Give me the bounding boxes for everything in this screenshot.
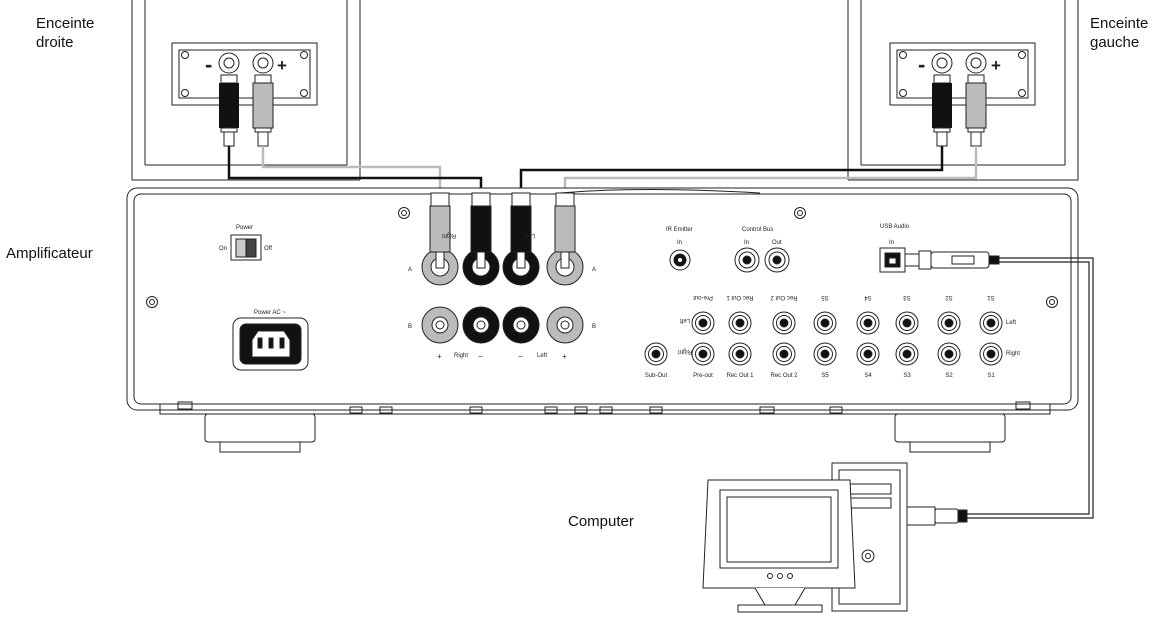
rca-jack-top-7[interactable] [937, 311, 961, 335]
row-a-label-left: A [408, 267, 412, 273]
terminal-right-mirrored-label: Right [442, 232, 456, 238]
preout-mirrored-label-1: Left [680, 317, 690, 323]
rca-jack-bottom-6[interactable] [856, 342, 880, 366]
terminal-minus-right: − [478, 352, 483, 361]
power-off-label: Off [264, 246, 272, 252]
left-speaker-grey-plug [965, 82, 987, 147]
rca-bottom-label-7: S3 [903, 373, 911, 379]
rca-jack-top-1[interactable] [691, 311, 715, 335]
row-b-label-right: B [592, 324, 596, 330]
left-speaker-label-line1: Enceinte [1090, 15, 1149, 32]
left-speaker-label-line2: gauche [1090, 34, 1140, 51]
left-speaker-plus: + [991, 56, 1001, 75]
amp-speaker-plugs [429, 192, 576, 269]
usb-cable [967, 257, 1094, 519]
usb-b-plug [904, 250, 1000, 270]
rca-bottom-label-9: S1 [987, 373, 995, 379]
rca-jack-bottom-3[interactable] [728, 342, 752, 366]
control-bus-in-label: In [744, 240, 749, 246]
rca-jack-bottom-7[interactable] [895, 342, 919, 366]
jack-row-right-label: Right [1006, 351, 1020, 357]
rca-jack-bottom-2[interactable] [691, 342, 715, 366]
left-speaker-black-plug [932, 83, 952, 147]
speaker-terminals-b [421, 306, 584, 344]
amplifier-label: Amplificateur [6, 245, 93, 262]
row-b-label-left: B [408, 324, 412, 330]
rca-bottom-label-3: Rec Out 1 [726, 373, 754, 379]
rca-bottom-label-5: S5 [821, 373, 829, 379]
rca-top-labels: Pre-out Rec Out 1 Rec Out 2 S5 S4 S3 S2 S1LeftR… [678, 294, 995, 354]
power-switch[interactable] [230, 234, 262, 261]
ir-emitter-label: IR Emitter [666, 227, 693, 233]
right-speaker-label-line2: droite [36, 34, 74, 51]
rca-top-label-5: S4 [864, 294, 872, 300]
jack-row-left-label: Left [1006, 320, 1016, 326]
speaker-wires [227, 146, 978, 192]
rca-top-label-1: Pre-out [693, 294, 713, 300]
left-speaker [847, 0, 1079, 181]
computer [702, 462, 908, 613]
right-speaker-label-line1: Enceinte [36, 15, 95, 32]
ir-control-jacks[interactable] [669, 247, 790, 273]
usb-audio-label: USB Audio [880, 224, 910, 230]
rca-top-label-6: S3 [903, 294, 911, 300]
power-label: Power [236, 225, 253, 231]
rca-top-label-4: S5 [821, 294, 829, 300]
right-speaker-grey-plug [252, 82, 274, 147]
rca-bottom-label-2: Pre-out [693, 373, 713, 379]
rca-jack-bottom-9[interactable] [979, 342, 1003, 366]
amplifier-chassis [126, 187, 1079, 453]
usb-a-plug [905, 506, 968, 526]
usb-audio-port[interactable] [879, 247, 906, 273]
rca-top-label-7: S2 [945, 294, 953, 300]
right-speaker-minus: - [205, 52, 212, 77]
power-on-label: On [219, 246, 227, 252]
terminal-right-label: Right [454, 353, 468, 359]
terminal-left-label: Left [537, 353, 547, 359]
rca-bottom-label-1: Sub-Out [645, 373, 668, 379]
usb-in-label: In [889, 240, 894, 246]
right-speaker-label: Enceinte droite [36, 14, 94, 52]
ir-in-label: In [677, 240, 682, 246]
terminal-left-mirrored-label: Left [525, 232, 535, 238]
rca-top-label-8: S1 [987, 294, 995, 300]
rca-jacks-bottom-row[interactable] [644, 342, 1003, 366]
rca-jack-top-5[interactable] [856, 311, 880, 335]
power-ac-socket[interactable] [232, 317, 309, 371]
right-speaker-black-plug [219, 83, 239, 147]
left-speaker-minus: - [918, 52, 925, 77]
rca-top-label-2: Rec Out 1 [726, 294, 754, 300]
preout-mirrored-label-2: Right [678, 348, 692, 354]
rca-jack-top-3[interactable] [772, 311, 796, 335]
rca-bottom-label-4: Rec Out 2 [770, 373, 798, 379]
terminal-minus-left: − [518, 352, 523, 361]
rca-jack-top-4[interactable] [813, 311, 837, 335]
terminal-plus-left: + [562, 352, 567, 361]
rca-jacks-top-row[interactable] [691, 311, 1003, 335]
rca-top-label-3: Rec Out 2 [770, 294, 798, 300]
rca-jack-top-2[interactable] [728, 311, 752, 335]
terminal-plus-right: + [437, 352, 442, 361]
control-bus-out-label: Out [772, 240, 782, 246]
rca-bottom-label-6: S4 [864, 373, 872, 379]
rca-jack-top-8[interactable] [979, 311, 1003, 335]
control-bus-label: Control Bus [742, 227, 773, 233]
rca-jack-bottom-5[interactable] [813, 342, 837, 366]
computer-label: Computer [568, 513, 634, 530]
rca-jack-bottom-4[interactable] [772, 342, 796, 366]
row-a-label-right: A [592, 267, 596, 273]
left-speaker-label: Enceinte gauche [1090, 14, 1148, 52]
rca-bottom-labels: Sub-Out Pre-out Rec Out 1 Rec Out 2 S5 S4 S3 S2… [645, 373, 996, 379]
rca-bottom-label-8: S2 [945, 373, 953, 379]
rca-jack-bottom-1[interactable] [644, 342, 668, 366]
power-ac-label: Power AC ~ [254, 310, 286, 316]
rca-jack-top-6[interactable] [895, 311, 919, 335]
right-speaker [131, 0, 361, 181]
rca-jack-bottom-8[interactable] [937, 342, 961, 366]
right-speaker-plus: + [277, 56, 287, 75]
